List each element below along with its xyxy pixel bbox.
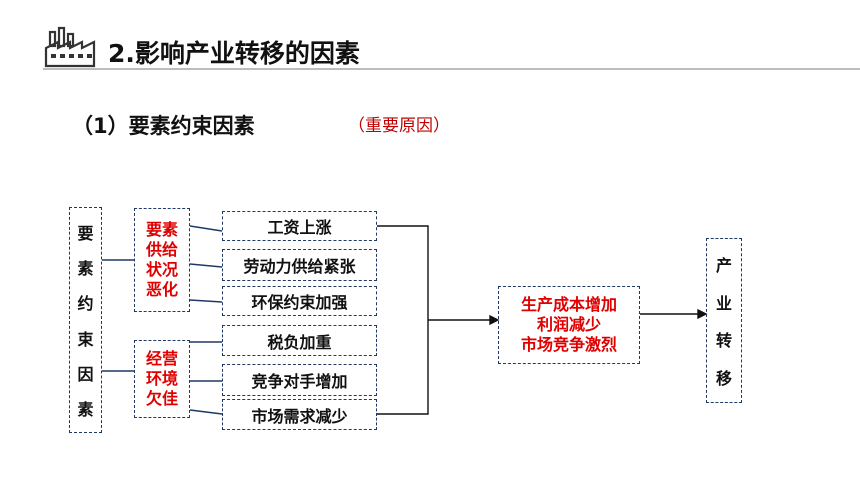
- item-labor: 劳动力供给紧张: [222, 249, 377, 281]
- group-supply-line: 要素: [145, 220, 178, 239]
- section-title: （1）要素约束因素: [72, 114, 255, 138]
- root-char: 素: [77, 258, 94, 278]
- result-line: 市场竞争激烈: [520, 335, 617, 354]
- factory-icon: [44, 26, 96, 70]
- group-supply-line: 供给: [145, 240, 178, 259]
- outcome-char: 转: [715, 331, 732, 351]
- group-business-line: 环境: [145, 369, 178, 388]
- group-business-line: 欠佳: [145, 389, 178, 408]
- root-char: 约: [77, 294, 94, 314]
- root-char: 要: [77, 223, 94, 243]
- item-environment: 环保约束加强: [222, 286, 377, 316]
- item-competitors: 竞争对手增加: [222, 364, 377, 396]
- root-factor-box: 要 素 约 束 因 素: [69, 207, 102, 433]
- result-line: 利润减少: [536, 315, 601, 334]
- root-char: 因: [77, 364, 94, 384]
- root-char: 素: [77, 400, 94, 420]
- section-note: （重要原因）: [348, 116, 450, 136]
- outcome-char: 业: [715, 293, 732, 313]
- outcome-char: 移: [715, 369, 732, 389]
- group-business-box: 经营 环境 欠佳: [134, 340, 190, 418]
- group-supply-line: 恶化: [145, 280, 178, 299]
- outcome-char: 产: [715, 255, 732, 275]
- item-tax: 税负加重: [222, 325, 377, 356]
- group-business-line: 经营: [145, 349, 178, 368]
- item-wages: 工资上涨: [222, 211, 377, 241]
- result-line: 生产成本增加: [520, 295, 617, 314]
- group-supply-line: 状况: [145, 260, 178, 279]
- item-demand: 市场需求减少: [222, 399, 377, 430]
- group-supply-box: 要素 供给 状况 恶化: [134, 208, 190, 312]
- result-box: 生产成本增加 利润减少 市场竞争激烈: [498, 286, 640, 364]
- root-char: 束: [77, 329, 94, 349]
- outcome-box: 产 业 转 移: [706, 238, 742, 403]
- title-divider: [43, 68, 860, 70]
- page-title: 2.影响产业转移的因素: [108, 39, 360, 68]
